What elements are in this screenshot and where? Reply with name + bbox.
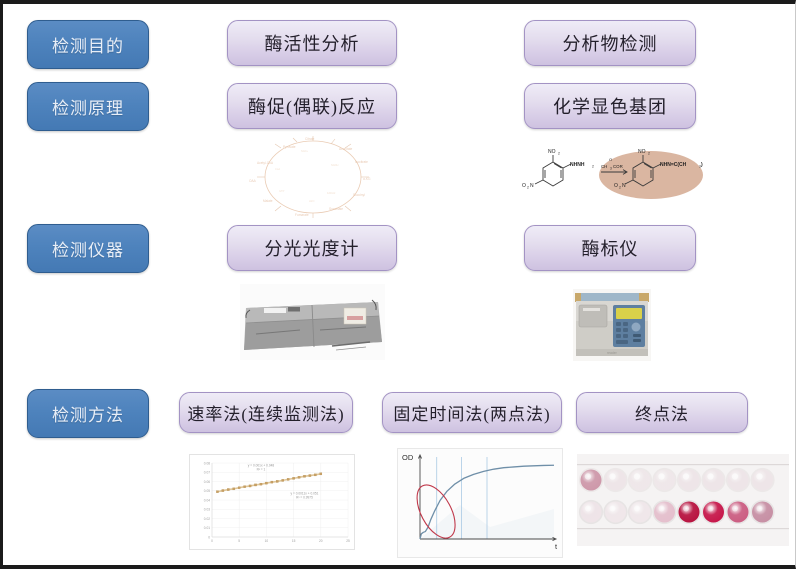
row-label-method-text: 检测方法	[52, 406, 124, 425]
svg-text:reader: reader	[607, 351, 618, 355]
svg-text:5: 5	[238, 539, 240, 543]
svg-text:0.01: 0.01	[204, 526, 210, 530]
method-item-endpoint-method[interactable]: 终点法	[576, 392, 748, 433]
microplate-wells-photo-svg	[577, 454, 789, 546]
svg-text:NHN=C(CH: NHN=C(CH	[660, 162, 687, 168]
method-item-fixed-time-method-text: 固定时间法(两点法)	[393, 405, 551, 424]
svg-text:α-KG: α-KG	[363, 177, 371, 181]
od-vs-time-progress-curve: OD t	[397, 448, 563, 558]
svg-text:0.06: 0.06	[204, 480, 210, 484]
svg-text:FADH2: FADH2	[327, 191, 336, 195]
svg-text:NADH: NADH	[331, 163, 338, 167]
svg-text:Citrate: Citrate	[305, 137, 315, 141]
microplate-wells-photo	[577, 454, 789, 546]
svg-text:O: O	[614, 183, 618, 189]
svg-text:2: 2	[558, 152, 560, 156]
svg-text:0.08: 0.08	[204, 461, 210, 465]
svg-text:O: O	[609, 157, 612, 162]
svg-text:CoA: CoA	[275, 167, 280, 171]
instrument-item-microplate-reader[interactable]: 酶标仪	[524, 225, 696, 271]
svg-text:Malate: Malate	[263, 199, 273, 203]
principle-item-enzymatic-reaction-text: 酶促(偶联)反应	[248, 97, 376, 117]
svg-text:y = 0.001x + 0.048: y = 0.001x + 0.048	[248, 464, 275, 468]
svg-text:CH: CH	[601, 164, 607, 169]
instrument-item-spectrophotometer[interactable]: 分光光度计	[227, 225, 397, 271]
row-label-method[interactable]: 检测方法	[27, 389, 149, 438]
principle-item-chromogenic-group-text: 化学显色基团	[553, 97, 667, 117]
svg-text:2: 2	[648, 152, 650, 156]
od-vs-time-progress-curve-svg: OD t	[398, 449, 562, 557]
purpose-item-enzyme-activity[interactable]: 酶活性分析	[227, 20, 397, 66]
svg-text:NHNH: NHNH	[570, 162, 585, 168]
svg-text:N: N	[530, 183, 534, 189]
svg-text:O: O	[522, 183, 526, 189]
svg-text:COR: COR	[613, 164, 623, 169]
principle-item-chromogenic-group[interactable]: 化学显色基团	[524, 83, 696, 129]
svg-text:Succinyl: Succinyl	[353, 193, 365, 197]
svg-text:0.04: 0.04	[204, 498, 210, 502]
svg-text:0.02: 0.02	[204, 517, 210, 521]
purpose-item-enzyme-activity-text: 酶活性分析	[264, 34, 360, 54]
svg-text:15: 15	[292, 539, 296, 543]
spectrophotometer-photo	[240, 284, 385, 360]
purpose-item-analyte-detection[interactable]: 分析物检测	[524, 20, 696, 66]
svg-text:OD: OD	[402, 453, 414, 462]
svg-text:20: 20	[319, 539, 323, 543]
metabolic-cycle-diagram: Citrate Aconitate Isocitrate α-KG Succin…	[235, 136, 391, 218]
rate-method-linearity-chart: 0 0.01 0.02 0.03 0.04 0.05 0.06 0.07 0.08 0 5 10 15 2…	[189, 454, 355, 550]
svg-text:R² = 1: R² = 1	[257, 468, 266, 472]
chromogenic-reaction-scheme: NO 2 NHNH 2 O 2 N CH 3 COR O	[515, 140, 705, 214]
method-item-endpoint-method-text: 终点法	[635, 405, 689, 424]
svg-text:3: 3	[610, 166, 612, 170]
svg-text:y = 0.0011x + 0.051: y = 0.0011x + 0.051	[291, 491, 319, 495]
svg-text:0.03: 0.03	[204, 508, 210, 512]
purpose-item-analyte-detection-text: 分析物检测	[562, 34, 658, 54]
method-item-fixed-time-method[interactable]: 固定时间法(两点法)	[382, 392, 562, 433]
svg-text:N: N	[622, 183, 626, 189]
method-item-rate-method-text: 速率法(连续监测法)	[187, 405, 345, 424]
spectrophotometer-photo-svg	[240, 284, 385, 360]
slide-content: 检测目的 酶活性分析 分析物检测 检测原理 酶促(偶联)反应 化学显色基团	[3, 4, 795, 565]
chromogenic-reaction-scheme-svg: NO 2 NHNH 2 O 2 N CH 3 COR O	[522, 149, 703, 199]
svg-text:Isocitrate: Isocitrate	[355, 160, 368, 164]
svg-text:Fumarate: Fumarate	[295, 213, 309, 217]
svg-text:GTP: GTP	[279, 189, 285, 193]
metabolic-cycle-diagram-svg: Citrate Aconitate Isocitrate α-KG Succin…	[249, 136, 371, 218]
row-label-principle[interactable]: 检测原理	[27, 82, 149, 131]
svg-text:3: 3	[699, 165, 701, 169]
svg-text:NAD+: NAD+	[301, 149, 308, 153]
instrument-item-microplate-reader-text: 酶标仪	[581, 239, 639, 259]
svg-text:0: 0	[211, 539, 213, 543]
row-label-purpose-text: 检测目的	[52, 37, 124, 56]
principle-item-enzymatic-reaction[interactable]: 酶促(偶联)反应	[227, 83, 397, 129]
svg-text:NO: NO	[548, 149, 556, 155]
svg-text:): )	[701, 162, 703, 168]
instrument-item-spectrophotometer-text: 分光光度计	[264, 239, 360, 259]
svg-text:H2O: H2O	[309, 199, 314, 203]
method-item-rate-method[interactable]: 速率法(连续监测法)	[179, 392, 353, 433]
svg-text:Pyruvate: Pyruvate	[283, 145, 296, 149]
svg-text:0.05: 0.05	[204, 489, 210, 493]
svg-text:R² = 0.9975: R² = 0.9975	[296, 495, 313, 499]
svg-text:t: t	[555, 542, 558, 551]
svg-text:NO: NO	[638, 149, 646, 155]
svg-text:2: 2	[619, 186, 621, 190]
microplate-reader-photo: reader	[573, 289, 651, 361]
svg-text:Acetyl-CoA: Acetyl-CoA	[257, 161, 274, 165]
rate-method-linearity-chart-svg: 0 0.01 0.02 0.03 0.04 0.05 0.06 0.07 0.08 0 5 10 15 2…	[190, 455, 354, 549]
row-label-purpose[interactable]: 检测目的	[27, 20, 149, 69]
svg-text:OAA: OAA	[249, 179, 257, 183]
svg-text:Succinate: Succinate	[329, 207, 343, 211]
row-label-principle-text: 检测原理	[52, 99, 124, 118]
row-label-instrument-text: 检测仪器	[52, 241, 124, 260]
row-label-instrument[interactable]: 检测仪器	[27, 224, 149, 273]
svg-text:Aconitate: Aconitate	[339, 147, 353, 151]
svg-text:2: 2	[527, 186, 529, 190]
svg-text:10: 10	[265, 539, 269, 543]
svg-text:0: 0	[208, 535, 210, 539]
microplate-reader-photo-svg: reader	[573, 289, 651, 361]
svg-text:0.07: 0.07	[204, 471, 210, 475]
svg-text:2: 2	[592, 165, 594, 169]
svg-text:25: 25	[346, 539, 350, 543]
